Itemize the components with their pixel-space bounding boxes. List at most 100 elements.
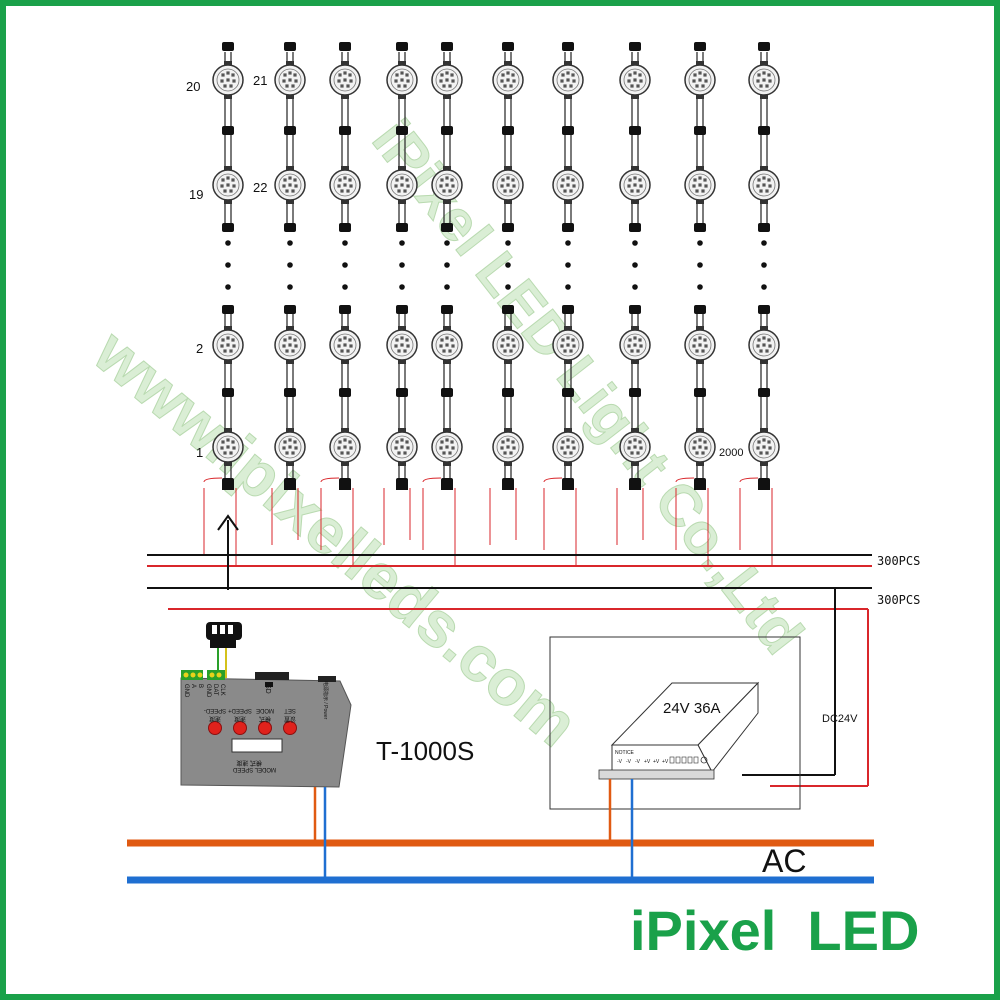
- led-pixel-icon: [329, 166, 361, 204]
- ellipsis-dot: [632, 262, 638, 268]
- led-pixel-icon: [431, 61, 463, 99]
- led-string: [271, 42, 306, 545]
- controller-button-cn-label: 速度: [209, 715, 221, 723]
- ellipsis-dot: [697, 284, 703, 290]
- power-bus: [147, 554, 872, 787]
- led-pixel-icon: [492, 61, 524, 99]
- led-pixel-icon: [748, 428, 780, 466]
- led-pixel-icon: [212, 326, 244, 364]
- ellipsis-dot: [225, 240, 231, 246]
- wire-connector: [396, 223, 408, 232]
- ellipsis-dot: [697, 240, 703, 246]
- controller-button-label: MODE: [256, 707, 274, 713]
- ellipsis-dot: [225, 284, 231, 290]
- led-pixel-icon: [431, 428, 463, 466]
- ellipsis-dot: [697, 262, 703, 268]
- controller-display-caption: MODEL SPEED: [232, 766, 276, 772]
- controller-pin-label: GND: [205, 684, 211, 698]
- controller-pin-label: A: [190, 684, 196, 688]
- controller-pin-label: CLK: [219, 684, 225, 696]
- wire-connector: [222, 42, 234, 51]
- controller-button-label: SET: [284, 707, 296, 713]
- ellipsis-dot: [444, 284, 450, 290]
- led-pixel-icon: [329, 326, 361, 364]
- wire-connector: [562, 223, 574, 232]
- pixel-label-21: 21: [253, 73, 267, 88]
- psu-terminal-label: +V: [644, 759, 651, 765]
- controller-button[interactable]: [208, 721, 222, 735]
- wire-connector: [396, 305, 408, 314]
- psu-terminal-label: +V: [662, 759, 669, 765]
- led-strings: [203, 42, 780, 566]
- wire-connector: [396, 126, 408, 135]
- led-pixel-icon: [748, 61, 780, 99]
- psu-terminal-label: -V: [635, 759, 641, 765]
- ellipsis-dot: [761, 240, 767, 246]
- led-pixel-icon: [552, 326, 584, 364]
- ellipsis-dot: [761, 284, 767, 290]
- wire-connector: [502, 388, 514, 397]
- wire-connector: [441, 305, 453, 314]
- wire-connector: [284, 126, 296, 135]
- ellipsis-dot: [287, 262, 293, 268]
- bus-upper-label: 300PCS: [877, 554, 920, 568]
- bus-lower-label: 300PCS: [877, 593, 920, 607]
- controller-button-cn-label: 模式: [259, 715, 271, 723]
- wire-connector: [441, 126, 453, 135]
- power-supply-notice: NOTICE: [615, 750, 635, 756]
- wire-connector: [502, 42, 514, 51]
- led-pixel-icon: [492, 428, 524, 466]
- led-pixel-icon: [212, 61, 244, 99]
- led-pixel-icon: [386, 61, 418, 99]
- wire-connector: [222, 388, 234, 397]
- controller-sd-label: SD: [264, 684, 271, 694]
- ellipsis-dot: [761, 262, 767, 268]
- wire-connector: [284, 223, 296, 232]
- psu-terminal-label: -V: [617, 759, 623, 765]
- led-string: [320, 42, 361, 566]
- power-supply-enclosure: [549, 636, 801, 810]
- wire-connector: [502, 126, 514, 135]
- power-supply-rating: 24V 36A: [663, 700, 721, 717]
- psu-terminal-label: +V: [653, 759, 660, 765]
- led-string: [383, 42, 418, 545]
- controller-button-label: SPEED+: [228, 707, 252, 713]
- wire-connector: [222, 126, 234, 135]
- sd-slot: [255, 672, 289, 680]
- wire-connector: [284, 388, 296, 397]
- ellipsis-dot: [632, 240, 638, 246]
- wire-connector: [339, 223, 351, 232]
- wire-connector: [562, 42, 574, 51]
- led-pixel-icon: [431, 166, 463, 204]
- wire-connector: [629, 126, 641, 135]
- wire-connector: [562, 388, 574, 397]
- led-pixel-icon: [619, 61, 651, 99]
- ellipsis-dot: [399, 240, 405, 246]
- led-pixel-icon: [748, 166, 780, 204]
- ellipsis-dot: [632, 284, 638, 290]
- led-pixel-icon: [492, 326, 524, 364]
- ellipsis-dot: [505, 262, 511, 268]
- led-pixel-icon: [552, 428, 584, 466]
- wire-connector: [284, 305, 296, 314]
- wire-connector: [339, 388, 351, 397]
- led-string: [543, 42, 584, 566]
- controller-button[interactable]: [258, 721, 272, 735]
- wire-connector: [396, 42, 408, 51]
- wire-connector: [694, 305, 706, 314]
- wire-connector: [222, 223, 234, 232]
- wire-connector: [502, 305, 514, 314]
- dc-voltage-label: DC24V: [822, 713, 858, 725]
- pixel-label-1: 1: [196, 445, 203, 460]
- connector-plug-icon: [206, 622, 242, 678]
- ellipsis-dot: [342, 240, 348, 246]
- wire-connector: [629, 388, 641, 397]
- led-pixel-icon: [386, 428, 418, 466]
- controller-button[interactable]: [283, 721, 297, 735]
- led-string: [489, 42, 524, 545]
- wire-connector: [629, 305, 641, 314]
- ellipsis-dot: [565, 240, 571, 246]
- controller-button[interactable]: [233, 721, 247, 735]
- ellipsis-dot: [444, 240, 450, 246]
